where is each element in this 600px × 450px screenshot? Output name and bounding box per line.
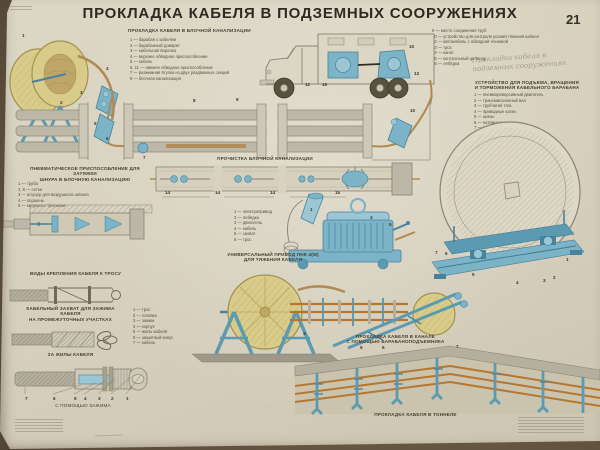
page-number: 21 bbox=[566, 12, 581, 27]
grips-caption-section: С ПОМОЩЬЮ ЗАЖИМА bbox=[55, 403, 111, 408]
imprint-left bbox=[15, 419, 63, 432]
callout: 3 bbox=[543, 278, 546, 283]
callout: 12 bbox=[305, 82, 311, 87]
callout: 2 bbox=[60, 100, 63, 105]
callout: 7 bbox=[25, 396, 28, 401]
tunnel-illustration bbox=[294, 345, 600, 415]
callout: 5 bbox=[74, 396, 77, 401]
block-section-title: ПРОКЛАДКА КАБЕЛЯ В БЛОЧНОЙ КАНАЛИЗАЦИИ bbox=[128, 28, 251, 33]
pneumatic-illustration bbox=[0, 204, 153, 240]
callout: 4 bbox=[106, 66, 109, 71]
callout: 7 bbox=[143, 155, 146, 160]
callout: 14 bbox=[165, 190, 171, 195]
callout: 4 bbox=[516, 280, 519, 285]
callout: 3 bbox=[370, 215, 373, 220]
grips-title2: КАБЕЛЬНЫЙ ЗАХВАТ ДЛЯ ЗАЖИМА КАБЕЛЯ НА ПР… bbox=[26, 306, 115, 322]
callout: 1 bbox=[310, 207, 313, 212]
callout: 2 bbox=[111, 396, 114, 401]
callout: 3 bbox=[303, 331, 306, 336]
grip-frame-illustration bbox=[9, 286, 121, 304]
callout: 2 bbox=[553, 275, 556, 280]
pneumatic-title: ПНЕВМАТИЧЕСКОЕ ПРИСПОСОБЛЕНИЕ ДЛЯ ЗАТЯЖК… bbox=[30, 166, 140, 182]
callout: 1 bbox=[566, 257, 569, 262]
callout: 6 bbox=[445, 251, 448, 256]
callout: 7 bbox=[456, 344, 459, 349]
callout: 5 bbox=[389, 222, 392, 227]
universal-drive-illustration bbox=[283, 192, 416, 270]
grips-legend: 1 — трос 2 — головка 3 — зажим 4 — корпу… bbox=[133, 307, 174, 345]
callout: 16 bbox=[322, 82, 328, 87]
callout: 7 bbox=[435, 250, 438, 255]
callout: 8 bbox=[193, 98, 196, 103]
block-legend-left: 1 — барабан с кабелем 2 — барабанный дом… bbox=[130, 37, 229, 81]
callout: 15 bbox=[335, 190, 341, 195]
universal-drive-legend: 1 — электропривод 2 — лебёдка 3 — двигат… bbox=[234, 209, 272, 242]
callout: 5 bbox=[360, 345, 363, 350]
grips-title1: ВИДЫ КРЕПЛЕНИЯ КАБЕЛЯ К ТРОСУ bbox=[29, 271, 122, 276]
callout: 5 bbox=[94, 121, 97, 126]
callout: 10 bbox=[409, 44, 415, 49]
duct-band-illustration bbox=[15, 95, 433, 161]
callout: 5 bbox=[472, 272, 475, 277]
cleaning-title: ПРОЧИСТКА БЛОЧНОЙ КАНАЛИЗАЦИИ bbox=[217, 156, 313, 161]
callout: 4 bbox=[84, 396, 87, 401]
callout: 6 bbox=[53, 396, 56, 401]
callout: 1 bbox=[22, 33, 25, 38]
callout: 6 bbox=[106, 136, 109, 141]
callout: 6 bbox=[382, 345, 385, 350]
cleaning-pipe-illustration bbox=[150, 162, 420, 198]
callout: 9 bbox=[236, 97, 239, 102]
callout: 13 bbox=[414, 71, 420, 76]
grip-section-illustration bbox=[14, 366, 148, 395]
tunnel-caption: ПРОКЛАДКА КАБЕЛЯ В ТОННЕЛЕ bbox=[374, 412, 457, 417]
bottom-drum-illustration bbox=[191, 274, 346, 363]
callout: 3 bbox=[80, 90, 83, 95]
callout: 10 bbox=[410, 108, 416, 113]
truck-illustration bbox=[259, 33, 435, 105]
canal-illustration bbox=[290, 292, 468, 350]
grip-loops-illustration bbox=[11, 331, 118, 350]
drum-device-illustration bbox=[431, 121, 585, 279]
universal-drive-caption: УНИВЕРСАЛЬНЫЙ ПРИВОД ПНК-4(М) ДЛЯ ТЯЖЕНИ… bbox=[227, 252, 319, 263]
callout: 14 bbox=[215, 190, 221, 195]
callout: 14 bbox=[270, 190, 276, 195]
canal-caption: ПРОКЛАДКА КАБЕЛЯ В КАНАЛЕ С ПОМОЩЬЮ БАРА… bbox=[346, 334, 445, 345]
grips-caption-loops: ЗА ЖИЛЫ КАБЕЛЯ bbox=[47, 352, 94, 357]
callout: 3 bbox=[98, 396, 101, 401]
pencil-mark bbox=[94, 431, 124, 437]
callout: 1 bbox=[126, 396, 129, 401]
corner-stamp bbox=[10, 6, 32, 11]
imprint-right bbox=[518, 417, 584, 435]
block-legend-right: 9 — место соединения труб 10 — устройств… bbox=[432, 28, 539, 66]
drum-device-title: УСТРОЙСТВО ДЛЯ ПОДЪЕМА, ВРАЩЕНИЯ И ТОРМО… bbox=[474, 80, 580, 91]
poster-title: ПРОКЛАДКА КАБЕЛЯ В ПОДЗЕМНЫХ СООРУЖЕНИЯХ bbox=[82, 5, 518, 22]
